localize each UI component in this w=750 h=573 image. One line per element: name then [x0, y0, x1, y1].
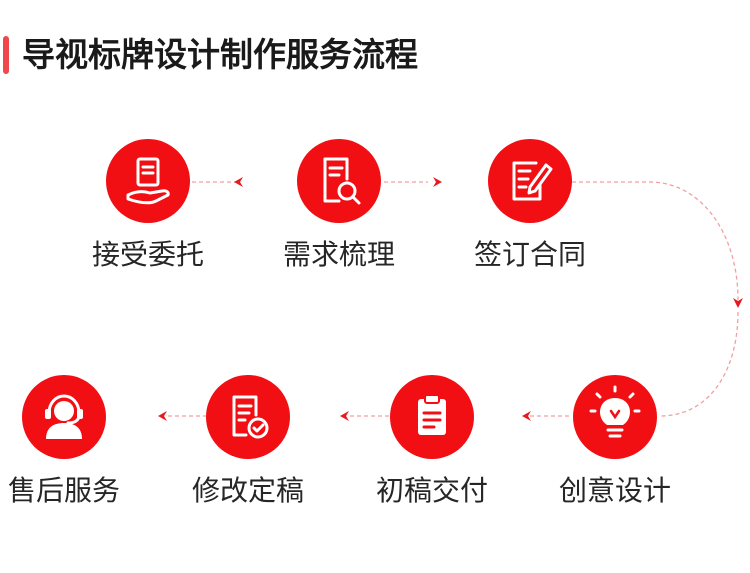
contract-pen-icon: [512, 161, 553, 201]
step-label: 接受委托: [91, 238, 204, 271]
arrow-left-icon: [340, 411, 349, 421]
step-sign-contract: 签订合同: [450, 139, 610, 299]
step-label: 初稿交付: [375, 474, 488, 507]
step-after-sales: 售后服务: [0, 375, 144, 535]
step-circle: [390, 375, 474, 459]
step-requirement-analysis: 需求梳理: [259, 139, 419, 299]
step-circle: [206, 375, 290, 459]
step-accept-commission: 接受委托: [68, 139, 228, 299]
step-label: 创意设计: [558, 474, 671, 507]
step-creative-design: 创意设计: [535, 375, 695, 535]
document-check-icon: [232, 395, 269, 439]
document-search-icon: [323, 157, 361, 205]
lightbulb-icon: [589, 385, 641, 438]
step-circle: [106, 139, 190, 223]
connector-3-4-top: [572, 181, 739, 301]
step-label: 需求梳理: [282, 238, 395, 271]
page-title: 导视标牌设计制作服务流程: [22, 35, 418, 74]
hand-document-icon: [126, 157, 170, 205]
title-accent-bar: [3, 36, 9, 74]
step-revise-finalize: 修改定稿: [168, 375, 328, 535]
arrow-left-icon: [158, 411, 167, 421]
step-circle: [488, 139, 572, 223]
step-circle: [297, 139, 381, 223]
headset-user-icon: [45, 394, 83, 439]
step-circle: [22, 375, 106, 459]
step-draft-delivery: 初稿交付: [352, 375, 512, 535]
connector-3-4-bottom: [659, 311, 739, 417]
arrow-left-icon: [522, 411, 531, 421]
arrow-down-icon: [733, 298, 743, 308]
clipboard-icon: [418, 394, 446, 435]
step-circle: [573, 375, 657, 459]
arrow-right-icon: [234, 177, 243, 187]
step-label: 售后服务: [7, 474, 120, 507]
arrow-right-icon: [433, 177, 442, 187]
step-label: 签订合同: [473, 238, 586, 271]
step-label: 修改定稿: [191, 474, 304, 507]
